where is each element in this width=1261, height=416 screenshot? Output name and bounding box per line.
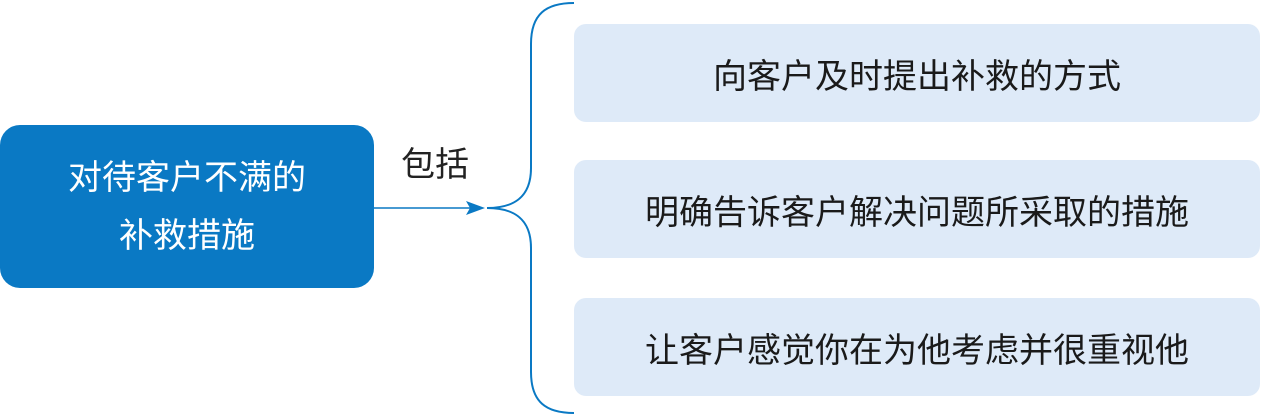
- root-node-line1: 对待客户不满的: [68, 157, 306, 198]
- child-node-1: 向客户及时提出补救的方式: [574, 24, 1260, 122]
- brace-connector: [486, 2, 575, 414]
- relation-label: 包括: [401, 145, 469, 185]
- child-node-2: 明确告诉客户解决问题所采取的措施: [574, 160, 1260, 258]
- root-node: 对待客户不满的 补救措施: [0, 125, 374, 288]
- root-node-line2: 补救措施: [119, 215, 255, 256]
- arrowhead-icon: [466, 201, 485, 215]
- child-node-3: 让客户感觉你在为他考虑并很重视他: [574, 298, 1260, 396]
